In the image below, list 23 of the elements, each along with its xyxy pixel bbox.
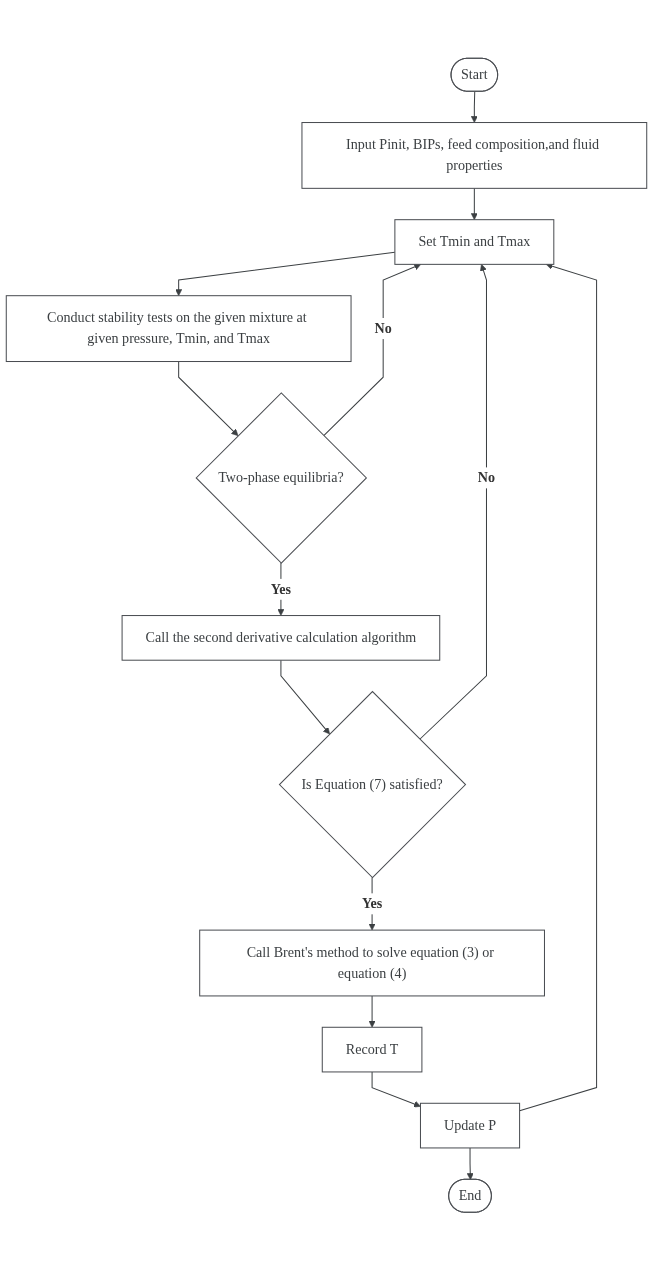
arrow	[470, 91, 478, 124]
edge-label: No	[374, 320, 392, 337]
node-box: Call the second derivative calculation algorithm	[121, 615, 441, 661]
node-box: Set Tmin and Tmax	[394, 219, 555, 266]
node-box: Update P	[419, 1103, 521, 1149]
node-box: Record T	[321, 1027, 423, 1073]
node-box: Input Pinit, BIPs, feed composition,and fluid properties	[301, 122, 648, 190]
arrow	[470, 188, 478, 221]
arrow	[178, 361, 239, 437]
node-box: Conduct stability tests on the given mixture at given pressure, Tmin, and Tmax	[5, 295, 352, 363]
arrow	[368, 995, 376, 1028]
edge-label: Yes	[270, 581, 292, 597]
arrow	[519, 263, 598, 1112]
edge-label: No	[477, 469, 496, 486]
arrow	[466, 1147, 474, 1181]
arrow	[323, 263, 422, 437]
node-box: Call Brent's method to solve equation (3) or equation (4)	[199, 929, 545, 997]
edge-label: Yes	[361, 895, 383, 912]
node-diamond: Is Equation (7) satisfied?	[278, 691, 467, 879]
arrow	[419, 264, 487, 741]
arrow	[280, 659, 330, 735]
arrow	[371, 1071, 421, 1108]
node-diamond: Two-phase equilibria?	[195, 392, 368, 565]
